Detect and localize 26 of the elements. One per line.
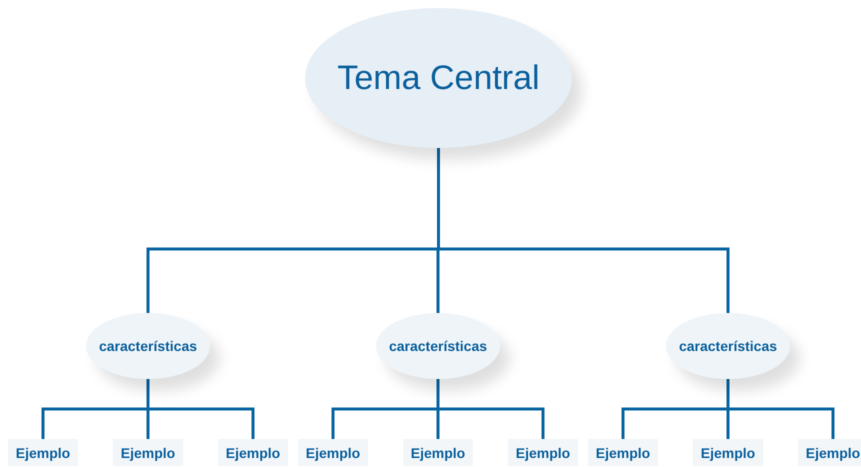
connector-line [726,379,834,439]
topic-title: Tema Central [337,58,540,98]
subtopic-label: características [388,338,488,354]
connector-line [436,379,544,439]
example-label: Ejemplo [120,444,176,460]
example-label: Ejemplo [16,444,70,460]
subtopic-label: características [98,338,198,354]
example-label: Ejemplo [410,444,466,460]
example-label: Ejemplo [700,444,756,460]
example-label: Ejemplo [226,444,280,460]
example-box [798,439,861,466]
example-label: Ejemplo [806,444,860,460]
example-box [403,439,473,466]
subtopic-label: características [678,338,778,354]
example-box [508,439,578,466]
example-box [218,439,288,466]
example-box [113,439,183,466]
example-box [693,439,763,466]
example-label: Ejemplo [306,444,360,460]
example-box [588,439,658,466]
example-box [8,439,78,466]
connector-line [146,379,254,439]
example-box [298,439,368,466]
connector-line [437,148,730,313]
example-label: Ejemplo [516,444,570,460]
example-label: Ejemplo [596,444,650,460]
